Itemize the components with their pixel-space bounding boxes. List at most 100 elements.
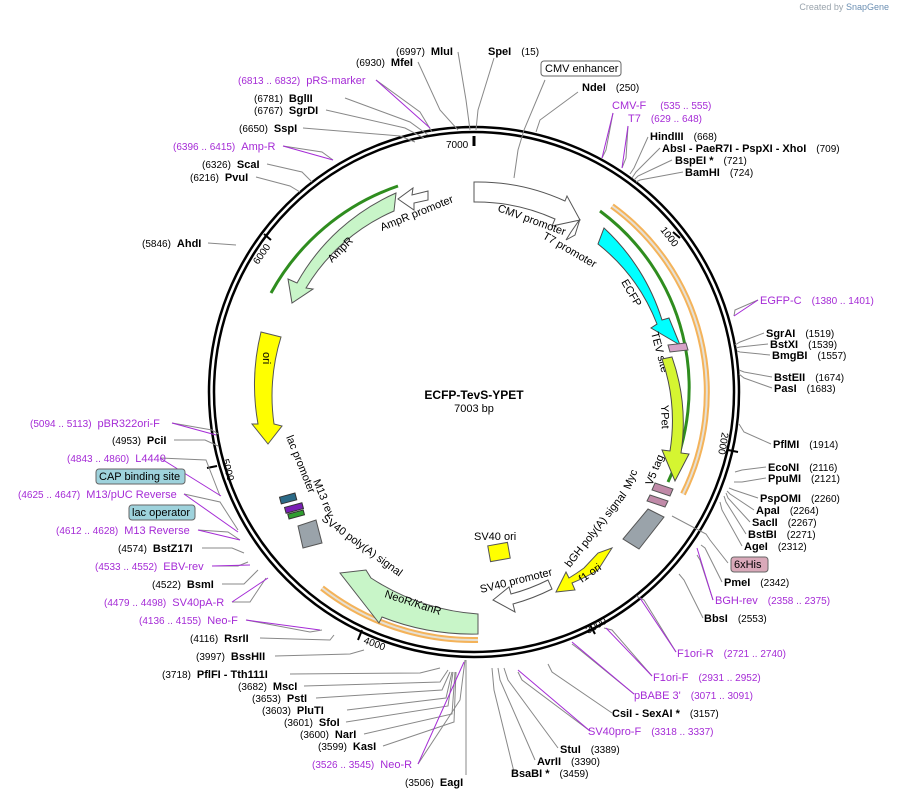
site-label: (3600) NarI: [300, 729, 356, 741]
site-enzyme: BbsI: [704, 613, 728, 625]
backbone-inner-strand: [212, 130, 736, 654]
site-position: (1519): [805, 329, 834, 340]
site-label: SacII(2267): [752, 517, 817, 529]
primer-label: (5094 .. 5113)pBR322ori-F: [30, 418, 160, 430]
leader-line: [621, 125, 629, 169]
tick-mark: [589, 624, 596, 635]
site-position: (2116): [809, 463, 837, 474]
site-label: (4116)RsrII: [190, 633, 249, 645]
primer-label: (3526 .. 3545)Neo-R: [312, 759, 412, 771]
primer-leader: [621, 125, 629, 169]
bgh-polya-box: [622, 508, 665, 550]
site-enzyme: RsrII: [224, 633, 248, 645]
leader-line: [457, 51, 471, 131]
site-position: (6781): [254, 94, 283, 105]
site-enzyme: MfeI: [391, 57, 413, 69]
site-enzyme: ApaI: [756, 505, 780, 517]
site-label: PmeI(2342): [724, 577, 789, 589]
site-position: (3459): [560, 769, 589, 780]
tev-site-box: [667, 342, 689, 353]
site-enzyme: SacII: [752, 517, 778, 529]
primer-leader: [159, 457, 222, 497]
tick-mark: [727, 449, 739, 453]
primer-arc: [321, 587, 479, 642]
site-enzyme: BstXI: [770, 339, 798, 351]
primer-range: (2721 .. 2740): [724, 649, 786, 660]
site-enzyme: MscI: [273, 681, 297, 693]
primer-label: F1ori-F(2931 .. 2952): [653, 672, 761, 684]
site-enzyme: BsaBI *: [511, 768, 550, 780]
leader-line: [513, 79, 546, 179]
primer-name: pBABE 3': [634, 690, 681, 702]
site-position: (4574): [118, 544, 147, 555]
leader-line: [723, 495, 747, 535]
leader-line: [734, 466, 767, 473]
primer-leader: [605, 627, 653, 677]
feature-label: Myc: [622, 467, 641, 491]
site-enzyme: SgrDI: [289, 105, 318, 117]
site-position: (1539): [808, 340, 837, 351]
primer-name: BGH-rev: [715, 595, 758, 607]
feature-label: SV40 poly(A) signal: [319, 513, 404, 579]
leader-line: [700, 544, 723, 583]
leader-line: [734, 332, 765, 346]
site-label: (6326)ScaI: [202, 159, 260, 171]
leader-line: [315, 671, 451, 699]
site-position: (6767): [254, 106, 283, 117]
site-position: (3600): [300, 730, 329, 741]
site-enzyme: PflFI - Tth111I: [197, 669, 268, 681]
leader-line: [678, 573, 704, 619]
site-label: (6216)PvuI: [190, 172, 248, 184]
leader-line: [417, 61, 459, 131]
primer-leader: [245, 619, 321, 631]
leader-line: [207, 242, 237, 246]
primer-name: Neo-F: [207, 615, 238, 627]
site-enzyme: AhdI: [177, 238, 201, 250]
site-label: (3718)PflFI - Tth111I: [162, 669, 268, 681]
leader-line: [266, 163, 313, 183]
leader-line: [629, 136, 649, 175]
site-label: PspOMI(2260): [760, 493, 840, 505]
site-enzyme: BmgBI: [772, 350, 807, 362]
primer-range: (4479 .. 4498): [104, 598, 166, 609]
snapgene-credit: Created by SnapGene: [799, 2, 889, 12]
site-label: (5846)AhdI: [142, 238, 201, 250]
site-enzyme: KasI: [353, 741, 376, 753]
site-position: (3390): [571, 757, 600, 768]
site-position: (1674): [815, 373, 844, 384]
site-label: BbsI(2553): [704, 613, 767, 625]
site-position: (6326): [202, 160, 231, 171]
leader-line: [635, 595, 677, 653]
site-position: (15): [521, 47, 539, 58]
leader-line: [738, 423, 772, 445]
leader-line: [734, 477, 767, 483]
site-enzyme: BssHII: [231, 651, 265, 663]
site-enzyme: EagI: [440, 777, 463, 789]
site-position: (2342): [760, 578, 789, 589]
site-enzyme: BglII: [289, 93, 313, 105]
sv40-polya-box: [297, 519, 323, 549]
primer-range: (4625 .. 4647): [18, 490, 80, 501]
leader-line: [503, 667, 559, 749]
site-enzyme: EcoNI: [768, 462, 799, 474]
leader-line: [255, 176, 301, 193]
primer-range: (1380 .. 1401): [812, 296, 874, 307]
neor-kanr-arrow: [339, 569, 479, 635]
leader-line: [245, 619, 323, 633]
site-enzyme: NarI: [335, 729, 356, 741]
leader-line: [325, 109, 425, 139]
primer-name: CMV-F: [612, 100, 647, 112]
primer-label: BGH-rev(2358 .. 2375): [715, 595, 830, 607]
site-position: (3506): [405, 778, 434, 789]
tick-label: 4000: [362, 635, 387, 653]
primer-label: (4843 .. 4860)L4440: [67, 453, 166, 465]
site-position: (3682): [238, 682, 267, 693]
feature-label: lac promoter: [283, 434, 317, 495]
feature-label: SV40 ori: [474, 531, 516, 543]
ampr-arrow: [287, 192, 397, 304]
leader-line: [417, 659, 466, 765]
site-position: (3601): [284, 718, 313, 729]
site-position: (724): [730, 168, 753, 179]
primer-leader: [375, 79, 431, 129]
